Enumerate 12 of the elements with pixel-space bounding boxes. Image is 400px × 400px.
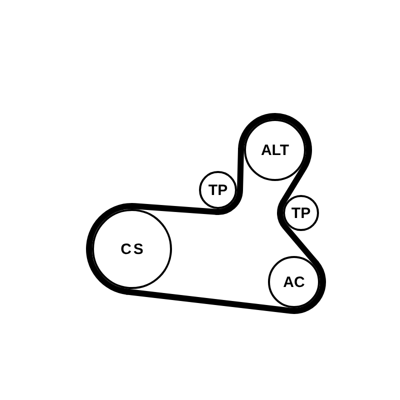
pulley-label: TP [291, 206, 311, 220]
pulley [92, 209, 172, 289]
drive-belt [124, 260, 326, 314]
pulley-label: TP [208, 182, 228, 198]
pulley-label: ALT [260, 142, 290, 158]
pulley [199, 171, 237, 209]
pulley [244, 119, 306, 181]
pulley [283, 195, 319, 231]
pulley [268, 256, 320, 308]
drive-belt [277, 199, 320, 266]
pulley-label: CS [120, 242, 146, 256]
pulley-label: AC [283, 274, 305, 290]
